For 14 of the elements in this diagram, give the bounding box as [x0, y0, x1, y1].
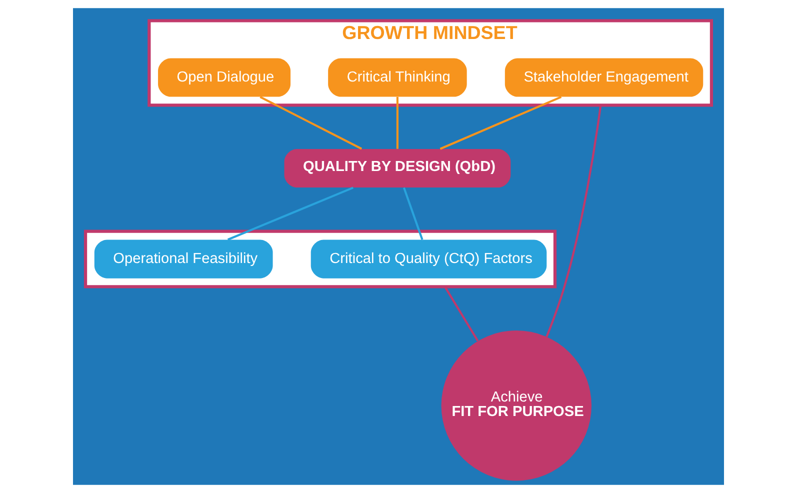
node-box: Stakeholder Engagement [504, 58, 704, 97]
connector [440, 96, 562, 150]
node-circle: Achieve FIT FOR PURPOSE [441, 330, 592, 481]
node-box: Critical to Quality (CtQ) Factors [310, 240, 547, 278]
cluster [84, 230, 557, 288]
node-box: Critical Thinking [328, 58, 467, 97]
connector [260, 96, 362, 150]
connector [227, 186, 354, 241]
connector [396, 96, 398, 149]
connector [546, 105, 602, 338]
node-box: QUALITY BY DESIGN (QbD) [284, 148, 511, 188]
node-box: Open Dialogue [158, 58, 291, 97]
connector [444, 286, 479, 342]
node-box: Operational Feasibility [94, 240, 273, 278]
